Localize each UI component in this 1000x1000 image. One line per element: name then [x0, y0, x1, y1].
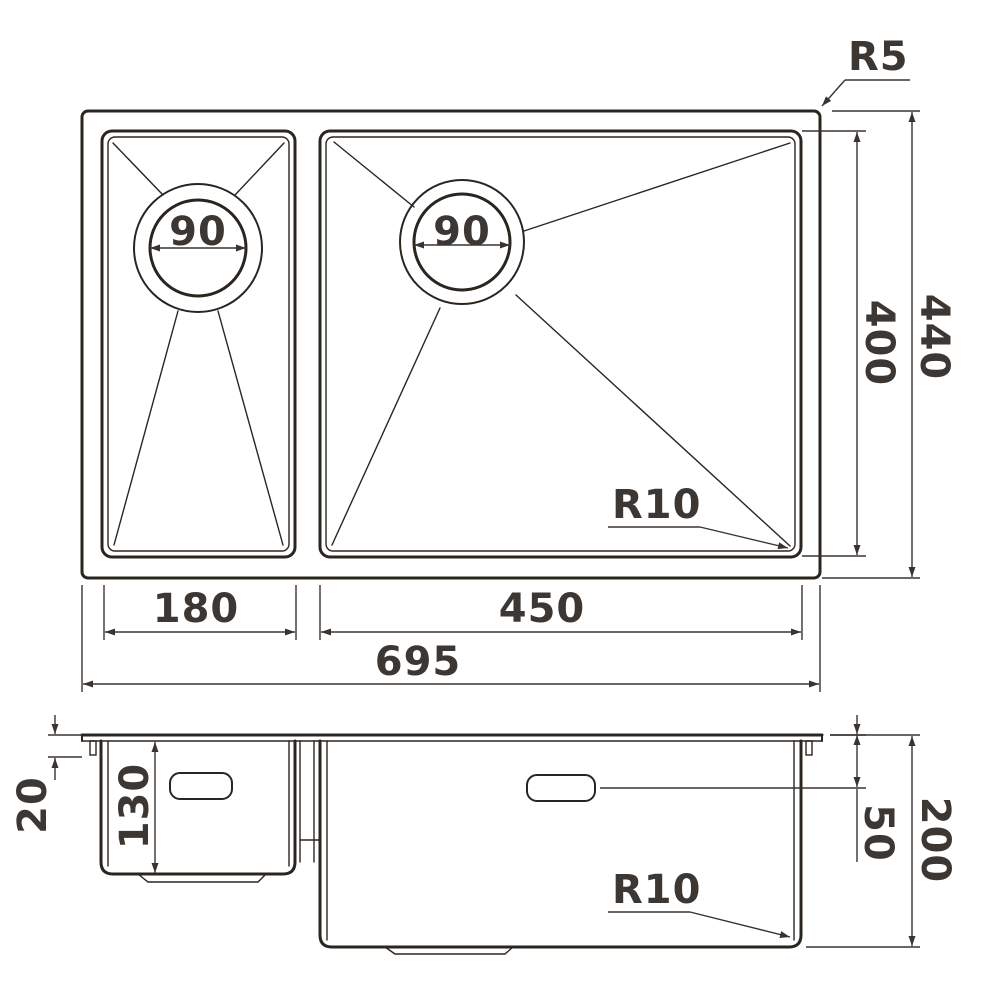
dim-130: 130	[112, 742, 159, 873]
label-large-drain: 90	[433, 209, 491, 255]
label-small-drain: 90	[169, 209, 227, 255]
small-bowl	[100, 129, 297, 559]
svg-text:50: 50	[855, 804, 901, 862]
dim-400: 400	[802, 130, 902, 557]
large-overflow-slot	[526, 774, 596, 802]
dim-695: 695	[81, 585, 821, 692]
dim-450: 450	[319, 585, 803, 640]
svg-text:200: 200	[912, 797, 958, 884]
large-drain-outer	[399, 179, 525, 305]
svg-text:180: 180	[153, 586, 240, 632]
label-r10-top: R10	[612, 482, 701, 528]
label-r5: R5	[848, 34, 909, 80]
svg-text:440: 440	[911, 294, 957, 381]
side-view: R10 20 130 50 200	[10, 715, 958, 955]
dim-50: 50	[830, 715, 901, 862]
svg-text:695: 695	[375, 639, 462, 685]
small-bowl-profile	[99, 739, 297, 876]
dim-200: 200	[806, 734, 958, 948]
small-overflow-slot	[169, 772, 233, 800]
small-drain-outer	[133, 183, 263, 313]
dim-20: 20	[10, 715, 82, 834]
label-r10-side: R10	[612, 867, 701, 913]
large-bowl-profile	[318, 739, 803, 949]
svg-text:400: 400	[856, 300, 902, 387]
svg-text:20: 20	[10, 776, 56, 834]
top-view: R5 R10 90 90 180 450 695	[80, 34, 957, 692]
dim-440: 440	[822, 110, 957, 579]
sink-outer-rim	[80, 109, 822, 580]
dim-180: 180	[103, 585, 297, 640]
svg-text:450: 450	[499, 586, 586, 632]
large-bowl	[318, 129, 803, 559]
svg-text:130: 130	[112, 763, 158, 850]
